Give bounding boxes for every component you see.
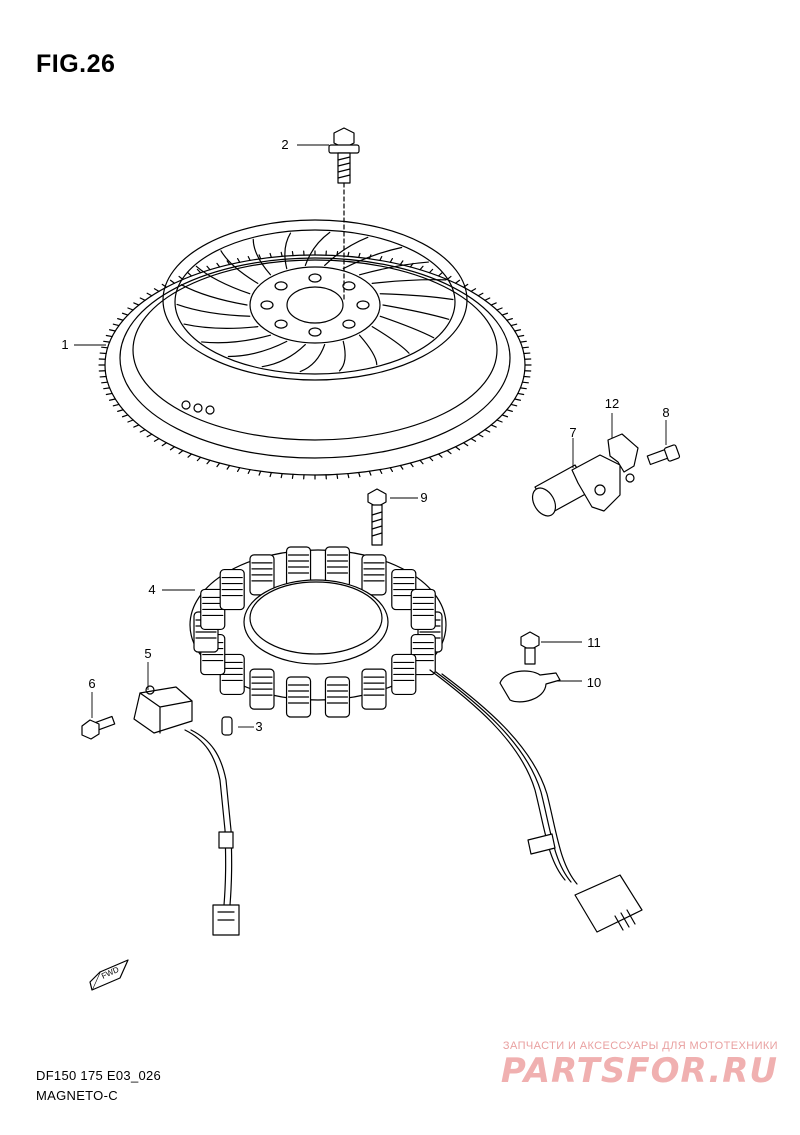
callout-10: 10 (586, 675, 602, 690)
clamp-part-10 (499, 670, 561, 703)
watermark-brand: PARTSFOR.RU (500, 1051, 778, 1091)
watermark: ЗАПЧАСТИ И АКСЕССУАРЫ ДЛЯ МОТОТЕХНИКИ PA… (501, 1040, 778, 1090)
figure-code: DF150 175 E03_026 (36, 1068, 162, 1083)
callout-6: 6 (88, 676, 96, 691)
callout-11: 11 (587, 635, 601, 650)
pulser-coil-part-5 (133, 685, 240, 936)
screw-part-8 (646, 444, 681, 466)
bracket-part-12 (607, 433, 639, 483)
figure-name: MAGNETO-C (36, 1088, 118, 1103)
callout-12: 12 (604, 396, 620, 411)
screw-part-6 (81, 715, 116, 740)
callout-7: 7 (569, 425, 577, 440)
clamp-bolt-part-11 (520, 631, 540, 665)
callout-1: 1 (61, 337, 69, 352)
callout-3: 3 (255, 719, 263, 734)
sensor-part-7 (531, 454, 621, 517)
flywheel-part-1 (98, 219, 532, 480)
dowel-pin-part-3 (221, 716, 233, 736)
callout-8: 8 (662, 405, 670, 420)
callout-5: 5 (144, 646, 152, 661)
figure-title: FIG.26 (36, 50, 116, 78)
stator-part-4 (189, 546, 447, 718)
forward-direction-badge: FWD (89, 959, 129, 991)
leader-lines (74, 144, 667, 728)
callout-9: 9 (420, 490, 428, 505)
flywheel-bolt-part-2 (328, 127, 360, 301)
watermark-subtitle: ЗАПЧАСТИ И АКСЕССУАРЫ ДЛЯ МОТОТЕХНИКИ (502, 1040, 778, 1052)
callout-4: 4 (148, 582, 156, 597)
stator-harness (429, 669, 643, 933)
callout-2: 2 (281, 137, 289, 152)
stator-bolt-part-9 (367, 488, 387, 546)
